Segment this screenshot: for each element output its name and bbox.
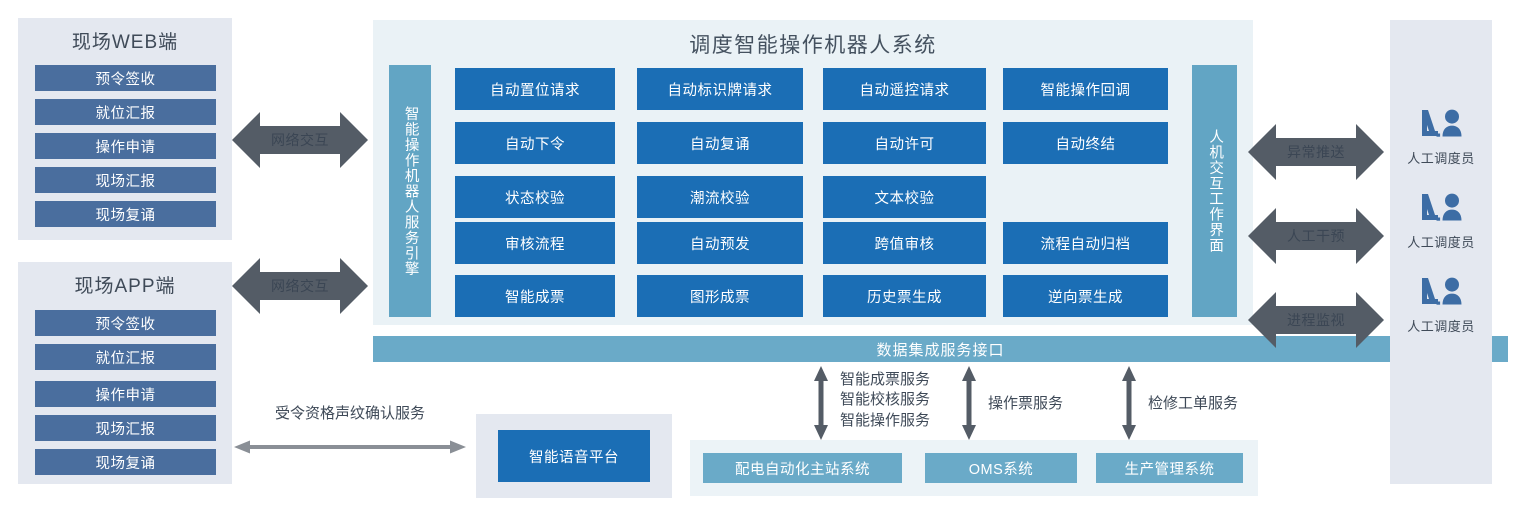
voice-platform-box[interactable]: 智能语音平台 (498, 430, 650, 482)
function-box-state-verification[interactable]: 状态校验 (455, 176, 615, 218)
service-label-ticket-services: 智能成票服务 智能校核服务 智能操作服务 (840, 371, 931, 429)
external-system-production-management[interactable]: 生产管理系统 (1096, 453, 1243, 483)
operator-console-icon (1422, 193, 1462, 221)
operator-console-icon (1422, 109, 1462, 137)
data-integration-service-bar: 数据集成服务接口 (373, 336, 1508, 362)
interaction-arrow-exception-push: 异常推送 (1248, 124, 1384, 180)
robot-service-engine-label: 智能操作机器人服务引擎 (402, 105, 419, 277)
function-box-review-flow[interactable]: 审核流程 (455, 222, 615, 264)
web-client-item-0[interactable]: 预令签收 (35, 65, 216, 91)
function-box-auto-dispatch-order[interactable]: 自动下令 (455, 122, 615, 164)
web-client-item-1[interactable]: 就位汇报 (35, 99, 216, 125)
function-box-power-flow-verification[interactable]: 潮流校验 (637, 176, 803, 218)
external-system-oms[interactable]: OMS系统 (925, 453, 1077, 483)
app-client-title: 现场APP端 (74, 276, 176, 297)
network-arrow-app: 网络交互 (232, 258, 368, 314)
dispatcher-2-label: 人工调度员 (1407, 319, 1475, 334)
voice-service-label: 受令资格声纹确认服务 (274, 405, 425, 422)
hmi-workbench-label: 人机交互工作界面 (1207, 129, 1224, 253)
dispatcher-1-label: 人工调度员 (1407, 235, 1475, 250)
function-box-cross-shift-review[interactable]: 跨值审核 (823, 222, 986, 264)
function-box-smart-operation-callback[interactable]: 智能操作回调 (1003, 68, 1168, 110)
interaction-arrow-process-monitor: 进程监视 (1248, 292, 1384, 348)
web-client-item-4[interactable]: 现场复诵 (35, 201, 216, 227)
app-client-panel (18, 262, 232, 484)
service-label-maintenance-order: 检修工单服务 (1148, 395, 1239, 412)
hmi-workbench-bar: 人机交互工作界面 (1192, 65, 1237, 317)
function-box-auto-archive-flow[interactable]: 流程自动归档 (1003, 222, 1168, 264)
function-box-smart-ticket[interactable]: 智能成票 (455, 275, 615, 317)
robot-service-engine-bar: 智能操作机器人服务引擎 (389, 65, 431, 317)
operator-console-icon (1422, 277, 1462, 305)
function-box-auto-terminate[interactable]: 自动终结 (1003, 122, 1168, 164)
network-arrow-web: 网络交互 (232, 112, 368, 168)
service-label-operation-ticket: 操作票服务 (988, 395, 1064, 412)
dispatcher-1: 人工调度员 (1390, 192, 1492, 251)
app-client-item-0[interactable]: 预令签收 (35, 310, 216, 336)
web-client-title: 现场WEB端 (71, 32, 179, 53)
web-client-item-3[interactable]: 现场汇报 (35, 167, 216, 193)
function-box-history-ticket[interactable]: 历史票生成 (823, 275, 986, 317)
dispatchers-panel (1390, 20, 1492, 484)
service-arrow-operation-ticket (960, 366, 978, 440)
function-box-auto-telecontrol-request[interactable]: 自动遥控请求 (823, 68, 986, 110)
voice-service-arrow (234, 438, 466, 456)
function-box-auto-repeat-back[interactable]: 自动复诵 (637, 122, 803, 164)
function-box-reverse-ticket[interactable]: 逆向票生成 (1003, 275, 1168, 317)
dispatcher-0-label: 人工调度员 (1407, 151, 1475, 166)
function-box-auto-permit[interactable]: 自动许可 (823, 122, 986, 164)
service-arrow-ticket-services (812, 366, 830, 440)
function-box-auto-sign-request[interactable]: 自动标识牌请求 (637, 68, 803, 110)
external-system-distribution-automation[interactable]: 配电自动化主站系统 (703, 453, 902, 483)
dispatcher-0: 人工调度员 (1390, 108, 1492, 167)
function-box-text-verification[interactable]: 文本校验 (823, 176, 986, 218)
interaction-arrow-manual-intervention: 人工干预 (1248, 208, 1384, 264)
function-box-auto-position-request[interactable]: 自动置位请求 (455, 68, 615, 110)
main-system-title: 调度智能操作机器人系统 (689, 34, 937, 57)
app-client-item-2[interactable]: 操作申请 (35, 381, 216, 407)
service-arrow-maintenance-order (1120, 366, 1138, 440)
function-box-graphic-ticket[interactable]: 图形成票 (637, 275, 803, 317)
function-box-auto-pre-issue[interactable]: 自动预发 (637, 222, 803, 264)
app-client-item-4[interactable]: 现场复诵 (35, 449, 216, 475)
dispatcher-2: 人工调度员 (1390, 276, 1492, 335)
web-client-item-2[interactable]: 操作申请 (35, 133, 216, 159)
app-client-item-1[interactable]: 就位汇报 (35, 344, 216, 370)
app-client-item-3[interactable]: 现场汇报 (35, 415, 216, 441)
